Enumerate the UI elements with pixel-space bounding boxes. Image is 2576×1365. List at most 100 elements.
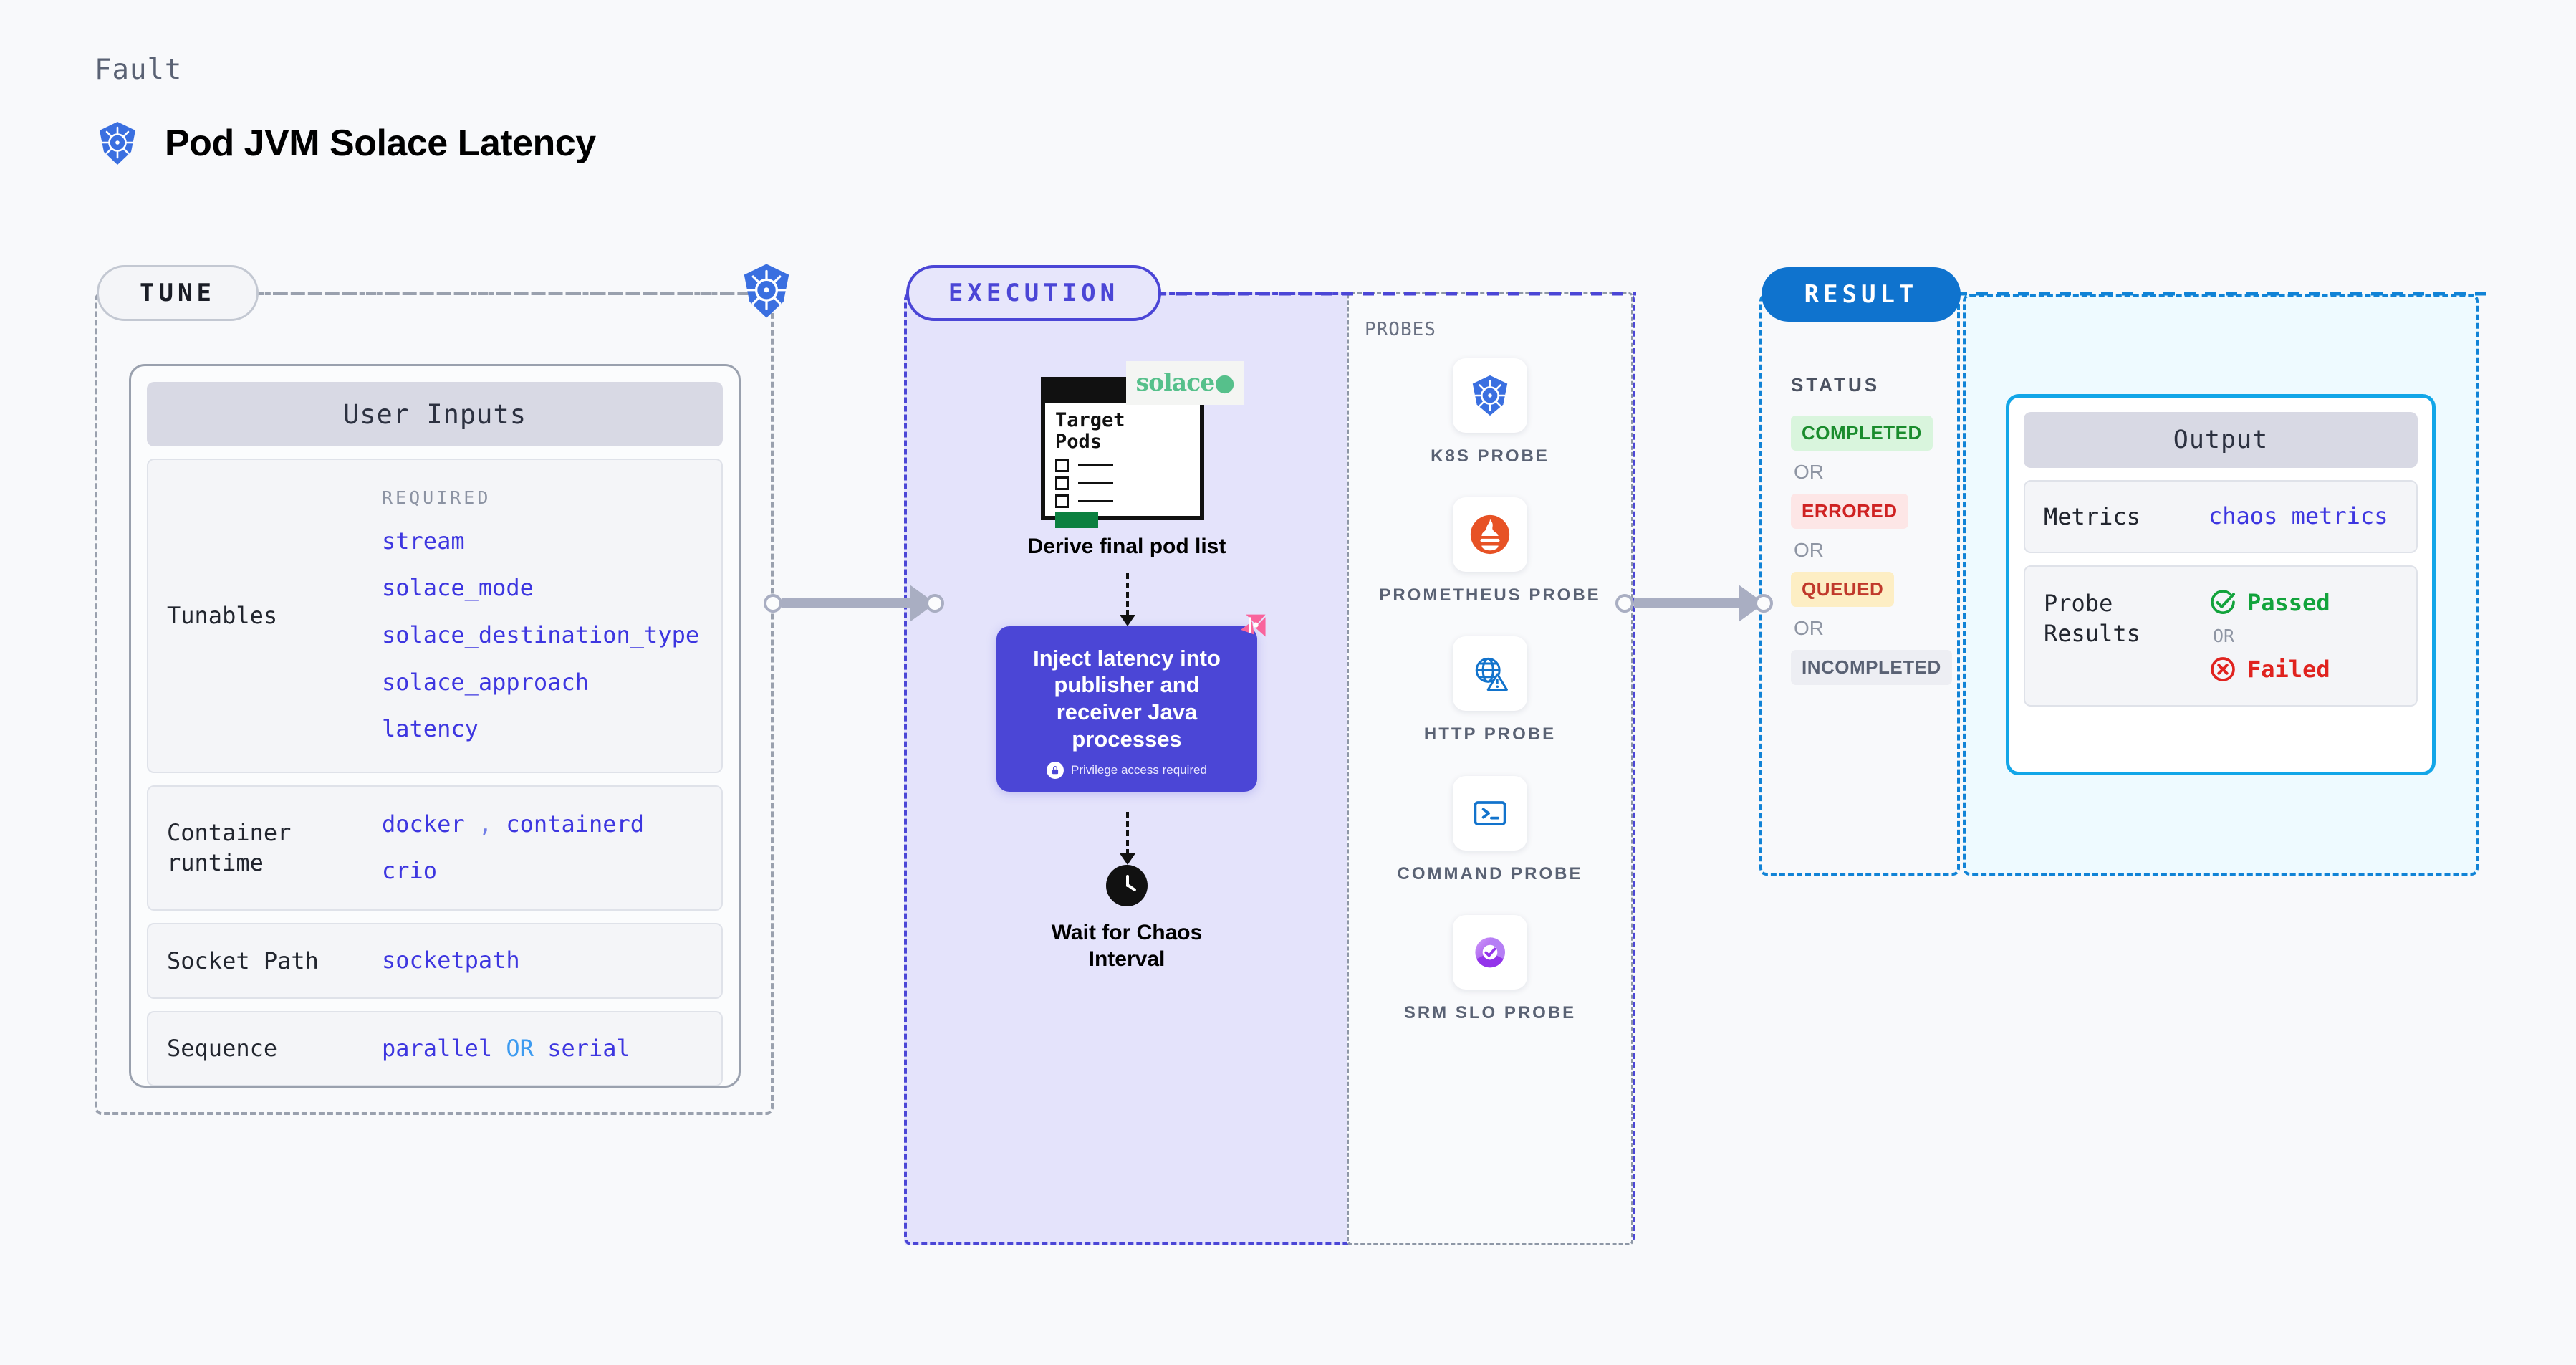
- output-title: Output: [2024, 412, 2418, 468]
- connector-bar: [1634, 598, 1740, 608]
- doc-green-bar: [1055, 512, 1098, 529]
- metrics-key: Metrics: [2044, 502, 2140, 530]
- page-title: Pod JVM Solace Latency: [165, 123, 596, 164]
- user-inputs-card: User Inputs Tunables REQUIRED stream sol…: [129, 364, 741, 1088]
- probe-results-values: Passed OR Failed: [2209, 588, 2330, 684]
- x-circle-icon: [2211, 656, 2235, 681]
- connector-execution-to-result: [1615, 585, 1773, 622]
- doc-checklist-item: [1055, 494, 1200, 509]
- runtime-containerd[interactable]: containerd: [506, 810, 645, 838]
- result-connector-line: [1956, 292, 2486, 296]
- wait-caption-line1: Wait for Chaos: [1051, 920, 1203, 944]
- probe-passed-label: Passed: [2247, 588, 2330, 616]
- metrics-row: Metrics chaos metrics: [2024, 480, 2418, 553]
- status-badge-completed: COMPLETED: [1791, 416, 1933, 451]
- doc-title-line1: Target: [1055, 409, 1125, 431]
- execution-flow: Target Pods: [904, 292, 1350, 1245]
- container-runtime-row: Container runtime docker , containerd cr…: [147, 785, 723, 911]
- tunable-stream[interactable]: stream: [382, 527, 465, 555]
- kubernetes-icon: [1472, 375, 1508, 416]
- probe-command[interactable]: COMMAND PROBE: [1398, 775, 1583, 885]
- connector-tune-to-execution: [764, 585, 944, 622]
- probe-label: K8S PROBE: [1431, 446, 1549, 466]
- probe-k8s[interactable]: K8S PROBE: [1431, 358, 1549, 467]
- probes-panel: [1347, 292, 1633, 1245]
- sequence-values: parallel OR serial: [382, 1031, 630, 1067]
- status-or-2: OR: [1794, 539, 1824, 561]
- inject-latency-card: Inject latency into publisher and receiv…: [996, 614, 1266, 792]
- checkbox-icon: [1055, 459, 1069, 473]
- srm-slo-icon: [1475, 937, 1505, 968]
- probe-label: HTTP PROBE: [1423, 724, 1557, 744]
- container-runtime-key: Container runtime: [167, 819, 292, 877]
- probe-label: SRM SLO PROBE: [1403, 1002, 1577, 1022]
- tunables-key: Tunables: [167, 602, 278, 630]
- tunable-latency[interactable]: latency: [382, 715, 479, 743]
- checkbox-icon: [1055, 494, 1069, 509]
- check-circle-icon: [2211, 589, 2235, 614]
- probe-results-or: OR: [2213, 625, 2235, 646]
- target-pods-doc: Target Pods: [1041, 361, 1244, 529]
- inject-latency-text: Inject latency into publisher and receiv…: [1033, 645, 1221, 752]
- tunable-solace-approach[interactable]: solace_approach: [382, 668, 589, 696]
- checkbox-icon: [1055, 476, 1069, 491]
- probe-tile: [1453, 636, 1527, 712]
- terminal-icon: [1474, 800, 1506, 825]
- privilege-note-text: Privilege access required: [1071, 762, 1207, 777]
- wait-caption-line2: Interval: [1088, 947, 1166, 972]
- prometheus-icon: [1470, 515, 1510, 555]
- connector-end-node: [926, 594, 944, 613]
- doc-line: [1078, 482, 1113, 485]
- tunable-solace-mode[interactable]: solace_mode: [382, 574, 534, 602]
- metrics-value[interactable]: chaos metrics: [2209, 502, 2388, 530]
- page-title-row: Pod JVM Solace Latency: [95, 120, 596, 166]
- connector-start-node: [764, 594, 782, 613]
- status-or-3: OR: [1794, 617, 1824, 639]
- probe-label: PROMETHEUS PROBE: [1379, 585, 1601, 605]
- socket-path-value[interactable]: socketpath: [382, 946, 520, 974]
- user-inputs-title: User Inputs: [147, 382, 723, 446]
- probes-label: PROBES: [1365, 319, 1436, 340]
- tunable-solace-destination-type[interactable]: solace_destination_type: [382, 621, 700, 648]
- status-badge-queued: QUEUED: [1791, 572, 1895, 607]
- sequence-parallel[interactable]: parallel: [382, 1034, 493, 1062]
- stage-pill-tune[interactable]: TUNE: [97, 265, 259, 321]
- solace-logo: solace●: [1125, 361, 1244, 405]
- tune-kubernetes-icon: [744, 264, 789, 318]
- probe-result-passed: Passed: [2209, 588, 2330, 617]
- execution-connector-line: [1155, 292, 1636, 296]
- litmus-logo-icon: [1241, 614, 1266, 636]
- clock-icon: [1106, 864, 1148, 906]
- required-label: REQUIRED: [382, 487, 491, 508]
- probe-srm-slo[interactable]: SRM SLO PROBE: [1403, 914, 1577, 1024]
- kubernetes-icon: [100, 122, 135, 165]
- probe-http[interactable]: HTTP PROBE: [1424, 636, 1556, 745]
- stage-pill-execution[interactable]: EXECUTION: [906, 265, 1161, 321]
- globe-warning-icon: [1475, 658, 1508, 691]
- status-badge-incompleted: INCOMPLETED: [1791, 650, 1952, 685]
- probes-list: K8S PROBE PROMETHEUS PROBE: [1347, 358, 1633, 1024]
- probe-result-failed: Failed: [2209, 655, 2330, 684]
- connector-bar: [782, 598, 911, 608]
- probe-tile: [1452, 358, 1527, 433]
- doc-title-line2: Pods: [1055, 430, 1102, 453]
- doc-checklist-item: [1055, 476, 1200, 491]
- runtime-crio[interactable]: crio: [382, 857, 438, 885]
- tune-connector-line: [254, 292, 749, 295]
- sequence-serial[interactable]: serial: [547, 1034, 630, 1062]
- solace-dot-icon: ●: [1214, 368, 1235, 396]
- lock-icon: [1047, 761, 1064, 779]
- tunables-values: REQUIRED stream solace_mode solace_desti…: [382, 484, 699, 747]
- stage-pill-result[interactable]: RESULT: [1762, 267, 1961, 322]
- runtime-docker[interactable]: docker: [382, 810, 465, 838]
- connector-start-node: [1615, 594, 1634, 613]
- doc-line: [1078, 500, 1113, 503]
- socket-path-key: Socket Path: [167, 947, 319, 974]
- sequence-row: Sequence parallel OR serial: [147, 1010, 723, 1087]
- tune-stage-frame: [95, 292, 774, 1115]
- solace-wordmark: solace: [1135, 368, 1216, 396]
- probe-prometheus[interactable]: PROMETHEUS PROBE: [1379, 497, 1600, 606]
- doc-checklist-item: [1055, 459, 1200, 473]
